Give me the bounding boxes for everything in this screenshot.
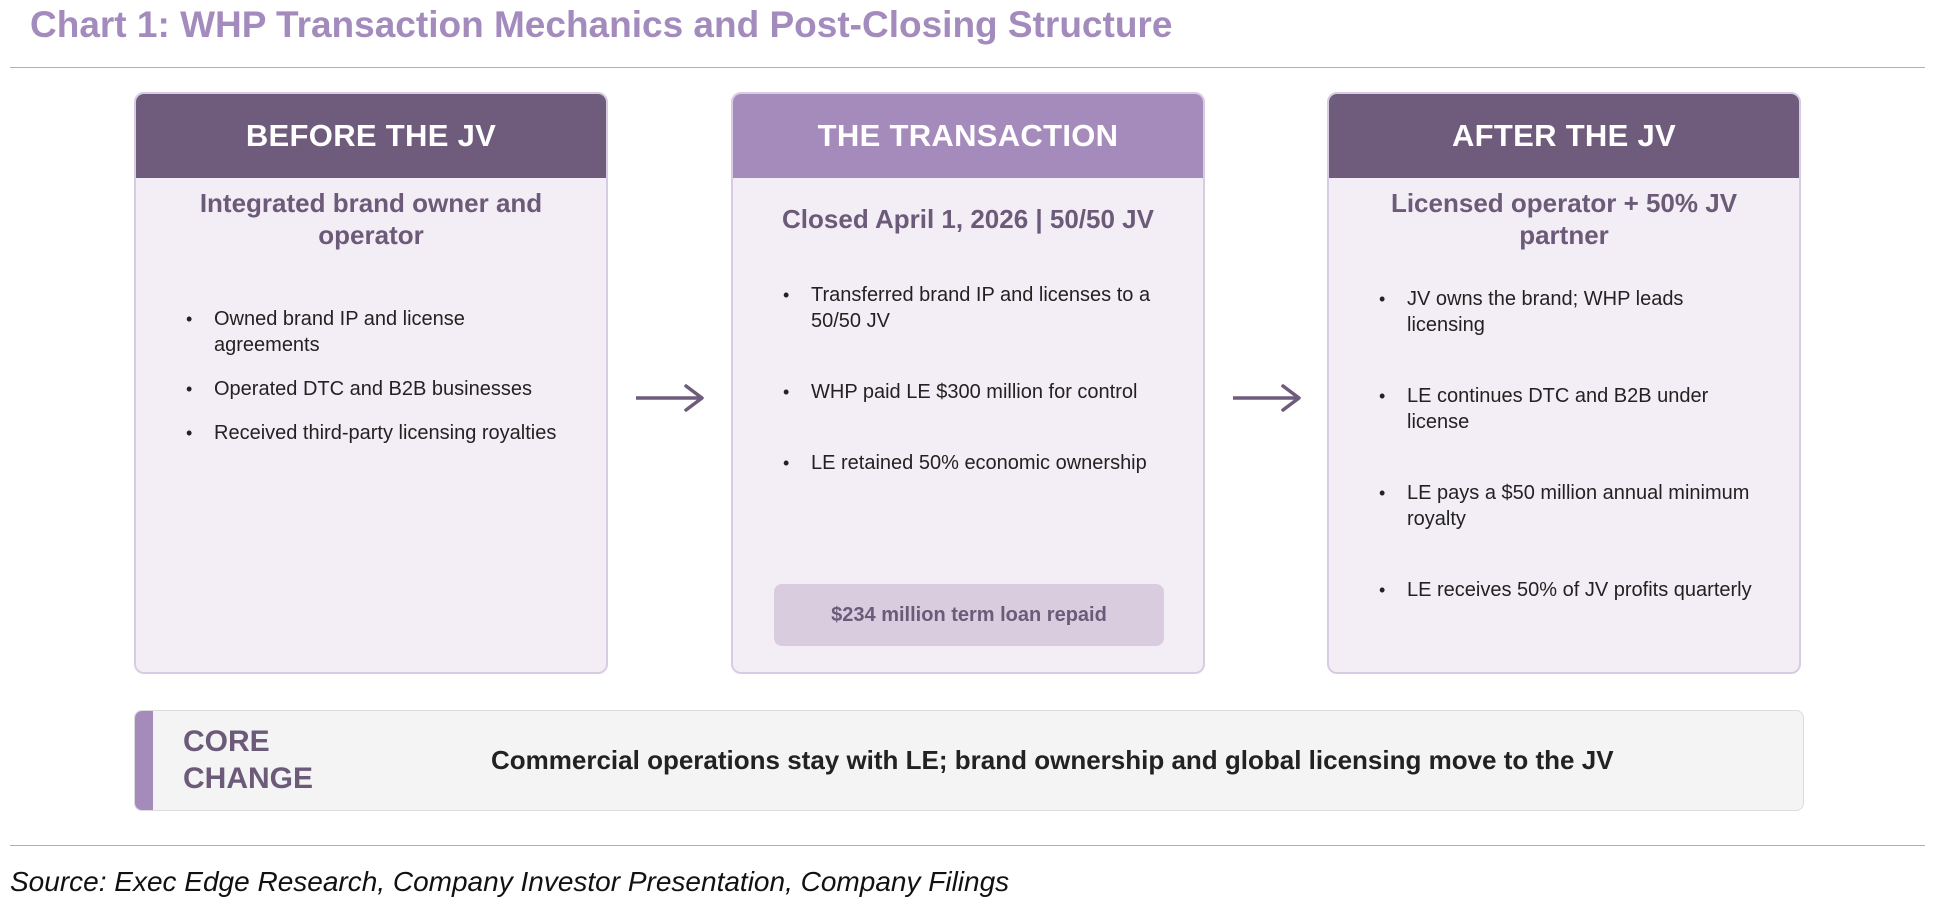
core-change-banner: CORE CHANGE Commercial operations stay w…	[134, 710, 1804, 811]
bullet-item: LE retained 50% economic ownership	[783, 450, 1163, 476]
card-before-jv: BEFORE THE JV Integrated brand owner and…	[134, 92, 608, 674]
bullet-item: WHP paid LE $300 million for control	[783, 379, 1163, 405]
bullet-list: Transferred brand IP and licenses to a 5…	[783, 282, 1163, 476]
top-divider	[10, 67, 1925, 68]
arrow-right-icon	[636, 384, 704, 412]
bullet-item: LE pays a $50 million annual minimum roy…	[1379, 480, 1759, 532]
term-loan-callout: $234 million term loan repaid	[774, 584, 1164, 646]
card-transaction: THE TRANSACTION Closed April 1, 2026 | 5…	[731, 92, 1205, 674]
card-subtitle: Licensed operator + 50% JV partner	[1390, 188, 1738, 250]
bullet-item: Operated DTC and B2B businesses	[186, 376, 566, 402]
card-header: THE TRANSACTION	[733, 94, 1203, 178]
chart-title: Chart 1: WHP Transaction Mechanics and P…	[30, 4, 1173, 45]
bullet-list: JV owns the brand; WHP leads licensing L…	[1379, 286, 1759, 603]
bullet-item: LE continues DTC and B2B under license	[1379, 383, 1759, 435]
card-header: AFTER THE JV	[1329, 94, 1799, 178]
card-subtitle: Integrated brand owner and operator	[199, 188, 543, 250]
bullet-item: Received third-party licensing royalties	[186, 420, 566, 446]
bullet-item: Transferred brand IP and licenses to a 5…	[783, 282, 1163, 334]
bottom-divider	[10, 845, 1925, 846]
arrow-right-icon	[1233, 384, 1301, 412]
card-header: BEFORE THE JV	[136, 94, 606, 178]
source-note: Source: Exec Edge Research, Company Inve…	[10, 866, 1010, 897]
bullet-list: Owned brand IP and license agreements Op…	[186, 306, 566, 446]
core-change-label: CORE CHANGE	[183, 725, 314, 795]
accent-bar	[135, 711, 153, 810]
core-change-text: Commercial operations stay with LE; bran…	[491, 745, 1614, 775]
card-after-jv: AFTER THE JV Licensed operator + 50% JV …	[1327, 92, 1801, 674]
bullet-item: Owned brand IP and license agreements	[186, 306, 566, 358]
bullet-item: JV owns the brand; WHP leads licensing	[1379, 286, 1759, 338]
card-subtitle: Closed April 1, 2026 | 50/50 JV	[782, 204, 1154, 234]
bullet-item: LE receives 50% of JV profits quarterly	[1379, 577, 1759, 603]
